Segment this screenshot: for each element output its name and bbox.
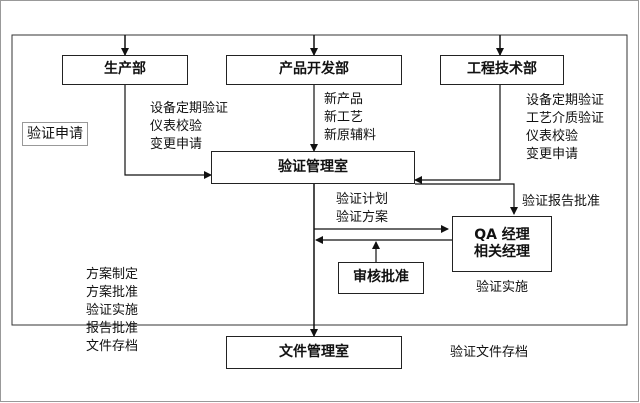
office-duty-item: 方案批准 xyxy=(86,285,139,300)
engineering-item: 仪表校验 xyxy=(526,129,579,144)
plan-item: 验证方案 xyxy=(336,210,389,225)
qa-manager-line-2: 相关经理 xyxy=(474,244,530,260)
office-duty-item: 文件存档 xyxy=(86,339,139,354)
engineering-dept-node: 工程技术部 xyxy=(440,55,564,85)
office-duty-item: 报告批准 xyxy=(86,321,139,336)
file-archive-label: 验证文件存档 xyxy=(450,345,529,360)
engineering-item: 设备定期验证 xyxy=(526,93,605,108)
product-dev-items-label: 新产品 新工艺 新原辅料 xyxy=(324,91,376,145)
arrow-engineering-to-office xyxy=(414,85,501,184)
engineering-items-label: 设备定期验证 工艺介质验证 仪表校验 变更申请 xyxy=(526,92,604,164)
validation-office-node: 验证管理室 xyxy=(211,151,415,184)
office-duty-item: 验证实施 xyxy=(86,303,139,318)
qa-manager-node: QA 经理 相关经理 xyxy=(452,216,552,272)
report-approval-label: 验证报告批准 xyxy=(522,194,601,209)
product-dev-item: 新产品 xyxy=(324,92,364,107)
qa-manager-line-1: QA 经理 xyxy=(474,226,530,243)
product-dev-item: 新工艺 xyxy=(324,110,364,125)
engineering-item: 工艺介质验证 xyxy=(526,111,605,126)
process-frame xyxy=(11,34,628,326)
engineering-item: 变更申请 xyxy=(526,147,579,162)
production-dept-node: 生产部 xyxy=(62,55,188,85)
office-duty-item: 方案制定 xyxy=(86,267,139,282)
document-office-node: 文件管理室 xyxy=(226,336,402,369)
product-dev-dept-node: 产品开发部 xyxy=(226,55,402,85)
office-duties-label: 方案制定 方案批准 验证实施 报告批准 文件存档 xyxy=(86,266,138,356)
production-item: 变更申请 xyxy=(150,137,203,152)
production-item: 设备定期验证 xyxy=(150,101,229,116)
plan-items-label: 验证计划 验证方案 xyxy=(336,191,388,227)
review-approval-node: 审核批准 xyxy=(338,262,424,294)
implementation-label: 验证实施 xyxy=(476,280,529,295)
arrow-production-to-office xyxy=(124,85,212,179)
production-item: 仪表校验 xyxy=(150,119,203,134)
production-items-label: 设备定期验证 仪表校验 变更申请 xyxy=(150,100,228,154)
product-dev-item: 新原辅料 xyxy=(324,128,377,143)
validation-request-label: 验证申请 xyxy=(22,122,88,146)
plan-item: 验证计划 xyxy=(336,192,389,207)
arrow-office-to-qa-report xyxy=(415,183,518,215)
